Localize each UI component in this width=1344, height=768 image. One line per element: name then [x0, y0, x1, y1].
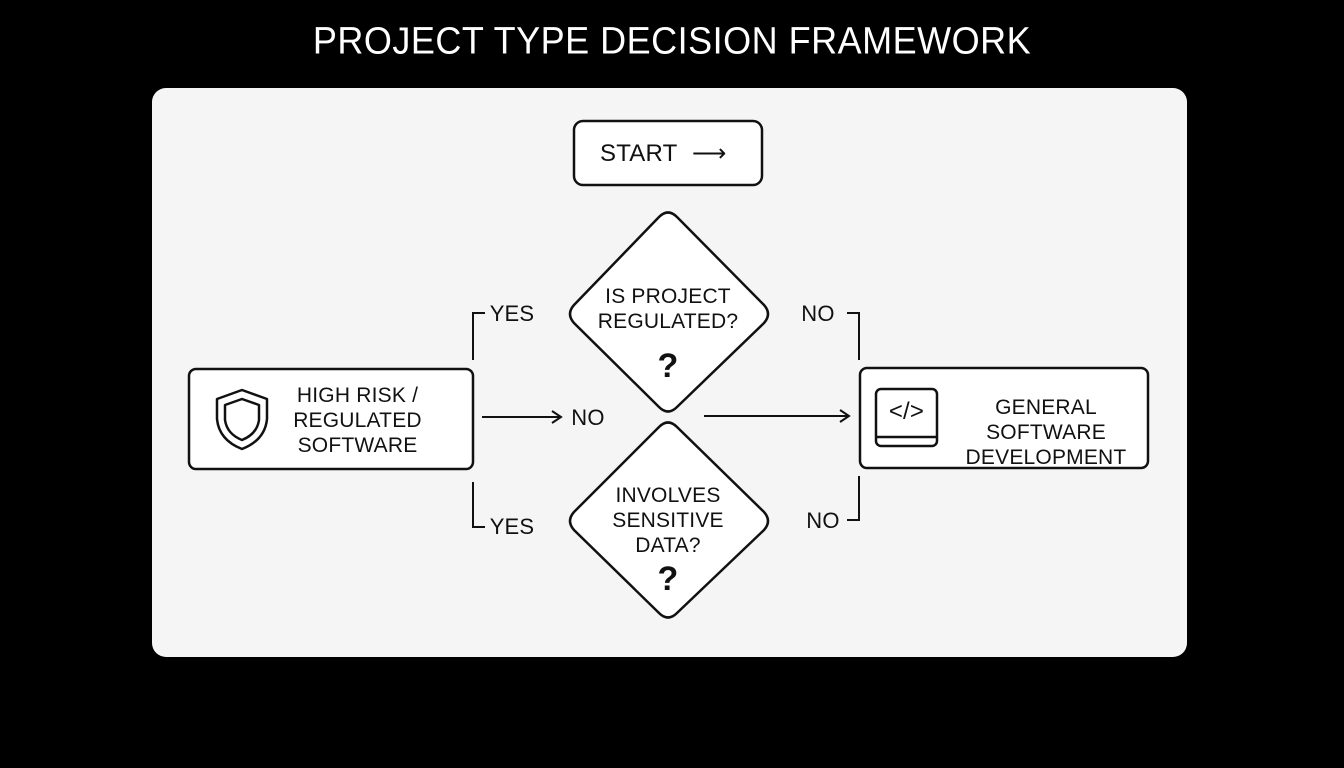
start-label: START	[600, 140, 678, 167]
decision-sensitive-question-icon: ?	[657, 560, 679, 598]
edge-label-no-bottom: NO	[806, 508, 840, 533]
decision-regulated-diamond	[568, 211, 770, 413]
edge-label-no-top: NO	[801, 301, 835, 326]
high-risk-line1: HIGH RISK /	[296, 384, 419, 407]
decision-regulated-line2: REGULATED?	[597, 310, 739, 333]
decision-sensitive-line2: SENSITIVE	[612, 509, 724, 532]
general-software-line2: DEVELOPMENT	[965, 446, 1127, 469]
high-risk-text: HIGH RISK / REGULATED SOFTWARE	[280, 383, 435, 458]
start-arrow-icon: ⟶	[691, 140, 727, 167]
code-icon	[874, 387, 939, 448]
connector-lines	[472, 312, 860, 528]
general-software-node-box	[858, 366, 1150, 470]
high-risk-line2: REGULATED	[293, 409, 422, 432]
edge-label-yes-bottom: YES	[489, 514, 535, 539]
general-software-text: GENERAL SOFTWARE DEVELOPMENT	[946, 395, 1146, 470]
decision-regulated-question-icon: ?	[657, 347, 679, 385]
edge-label-no-middle: NO	[571, 405, 605, 430]
start-node-box	[572, 119, 764, 187]
high-risk-line3: SOFTWARE	[297, 434, 418, 457]
general-software-line1: GENERAL SOFTWARE	[986, 396, 1106, 444]
page-title: PROJECT TYPE DECISION FRAMEWORK	[312, 18, 1032, 62]
edge-label-yes-top: YES	[489, 301, 535, 326]
decision-regulated-line1: IS PROJECT	[605, 285, 731, 308]
high-risk-node-box	[187, 367, 475, 471]
shield-icon	[215, 388, 269, 451]
code-icon-glyph: </>	[888, 398, 925, 425]
decision-sensitive-line1: INVOLVES	[615, 484, 721, 507]
decision-sensitive-text: INVOLVES SENSITIVE DATA?	[588, 483, 748, 558]
start-node: START ⟶	[600, 140, 750, 168]
decision-sensitive-line3: DATA?	[635, 534, 701, 557]
decision-sensitive-diamond	[568, 421, 770, 619]
decision-regulated-text: IS PROJECT REGULATED?	[588, 284, 748, 334]
